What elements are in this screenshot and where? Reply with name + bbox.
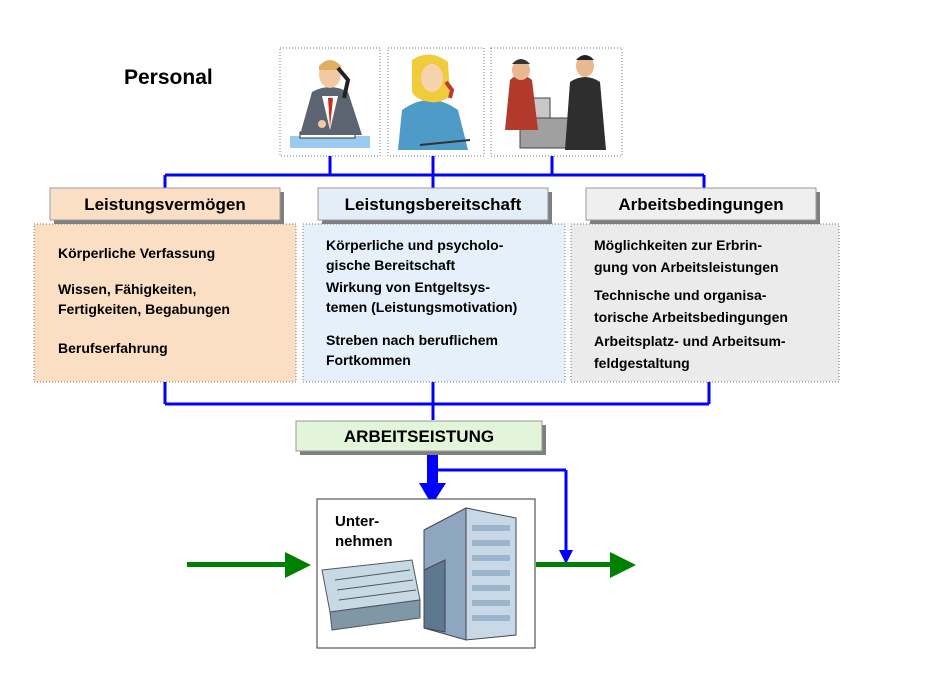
list-item: Wissen, Fähigkeiten,: [58, 281, 196, 297]
input-flow-arrow: [187, 552, 311, 578]
column-header: Leistungsbereitschaft: [345, 195, 522, 214]
company-label-line-1: Unter-: [335, 513, 379, 530]
image-frame-2: [387, 47, 485, 157]
list-item: Fertigkeiten, Begabungen: [58, 301, 230, 317]
personnel-images: [279, 47, 623, 157]
header-box-1: [49, 187, 281, 221]
content-box-1: [33, 223, 297, 383]
company-label-line-2: nehmen: [335, 533, 393, 550]
company-box: Unter- nehmen: [316, 498, 536, 649]
list-item: temen (Leistungsmotivation): [326, 299, 517, 315]
bottom-connector: [163, 382, 711, 420]
branch-arrow-head: [559, 550, 573, 564]
header-box-3: [585, 187, 817, 221]
image-frame-1: [279, 47, 381, 157]
column-header: Leistungsvermögen: [84, 195, 246, 214]
top-connector: [163, 156, 706, 188]
list-item: Körperliche und psycholo-: [326, 237, 504, 253]
column-arbeitsbedingungen: Arbeitsbedingungen Möglichkeiten zur Erb…: [570, 187, 840, 383]
branch-arrow: [438, 468, 568, 552]
list-item: Berufserfahrung: [58, 340, 168, 356]
list-item: Arbeitsplatz- und Arbeitsum-: [594, 333, 786, 349]
list-item: Wirkung von Entgeltsys-: [326, 279, 490, 295]
content-box-2: [302, 223, 566, 383]
image-frame-3: [490, 47, 623, 157]
list-item: Körperliche Verfassung: [58, 245, 215, 261]
column-header: Arbeitsbedingungen: [618, 195, 783, 214]
content-box-3: [570, 223, 840, 383]
list-item: feldgestaltung: [594, 355, 690, 371]
list-item: Möglichkeiten zur Erbrin-: [594, 237, 762, 253]
office-buildings-icon: [321, 507, 517, 641]
page-title: Personal: [124, 66, 213, 89]
man-on-phone-writing-icon: [290, 60, 370, 148]
column-leistungsbereitschaft: Leistungsbereitschaft Körperliche und ps…: [302, 187, 566, 383]
column-leistungsvermoegen: Leistungsvermögen Körperliche Verfassung…: [33, 187, 297, 383]
output-flow-arrow: [536, 552, 636, 578]
customer-at-counter-icon: [505, 55, 606, 150]
woman-on-phone-writing-icon: [398, 54, 471, 150]
list-item: Streben nach beruflichem: [326, 332, 498, 348]
arrow-down-to-company: [419, 455, 446, 505]
list-item: torische Arbeitsbedingungen: [594, 309, 788, 325]
result-box: ARBEITSEISTUNG: [295, 420, 546, 455]
list-item: gische Bereitschaft: [326, 257, 455, 273]
header-box-2: [317, 187, 549, 221]
list-item: gung von Arbeitsleistungen: [594, 259, 779, 275]
list-item: Technische und organisa-: [594, 287, 767, 303]
list-item: Fortkommen: [326, 352, 411, 368]
result-label: ARBEITSEISTUNG: [344, 427, 494, 446]
